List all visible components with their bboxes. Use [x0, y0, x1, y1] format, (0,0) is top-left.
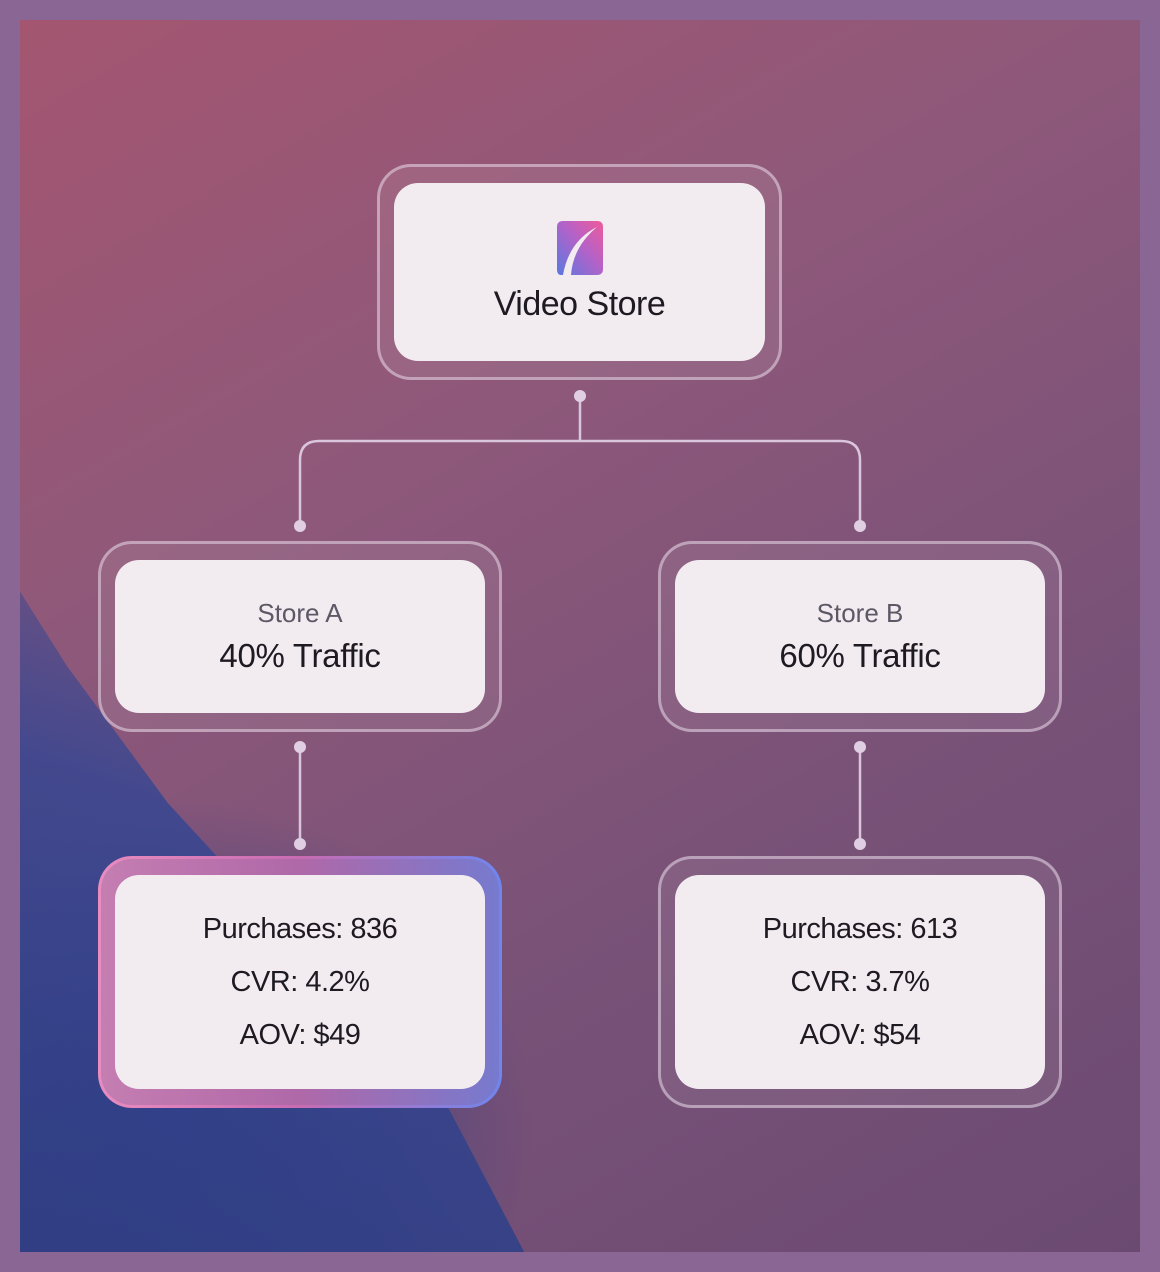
connector-dot: [294, 520, 306, 532]
store-a-aov: AOV: $49: [239, 1018, 361, 1051]
root-node: Video Store: [377, 164, 782, 380]
connector-dot: [854, 838, 866, 850]
connector-branch: [298, 439, 862, 521]
connector-dot: [854, 741, 866, 753]
root-title: Video Store: [493, 284, 666, 323]
store-b-cvr: CVR: 3.7%: [790, 965, 930, 998]
store-a-purchases: Purchases: 836: [202, 912, 398, 945]
store-a-traffic: 40% Traffic: [219, 637, 381, 674]
store-a-name: Store A: [257, 598, 343, 628]
store-a-results-node: Purchases: 836 CVR: 4.2% AOV: $49: [98, 856, 502, 1108]
store-b-card: Store B 60% Traffic: [675, 560, 1045, 713]
store-b-traffic: 60% Traffic: [779, 637, 941, 674]
store-b-purchases: Purchases: 613: [762, 912, 958, 945]
root-node-card: Video Store: [394, 183, 765, 361]
store-b-results-card: Purchases: 613 CVR: 3.7% AOV: $54: [675, 875, 1045, 1089]
store-b-results-node: Purchases: 613 CVR: 3.7% AOV: $54: [658, 856, 1062, 1108]
store-a-card: Store A 40% Traffic: [115, 560, 485, 713]
connector-dot: [294, 838, 306, 850]
store-a-results-card: Purchases: 836 CVR: 4.2% AOV: $49: [115, 875, 485, 1089]
connector-dot: [294, 741, 306, 753]
store-b-name: Store B: [816, 598, 904, 628]
store-b-aov: AOV: $54: [799, 1018, 921, 1051]
connector-dot: [854, 520, 866, 532]
store-logo-icon: [556, 220, 603, 275]
connector-dot: [574, 390, 586, 402]
store-a-node: Store A 40% Traffic: [98, 541, 502, 732]
store-b-node: Store B 60% Traffic: [658, 541, 1062, 732]
store-a-cvr: CVR: 4.2%: [230, 965, 370, 998]
